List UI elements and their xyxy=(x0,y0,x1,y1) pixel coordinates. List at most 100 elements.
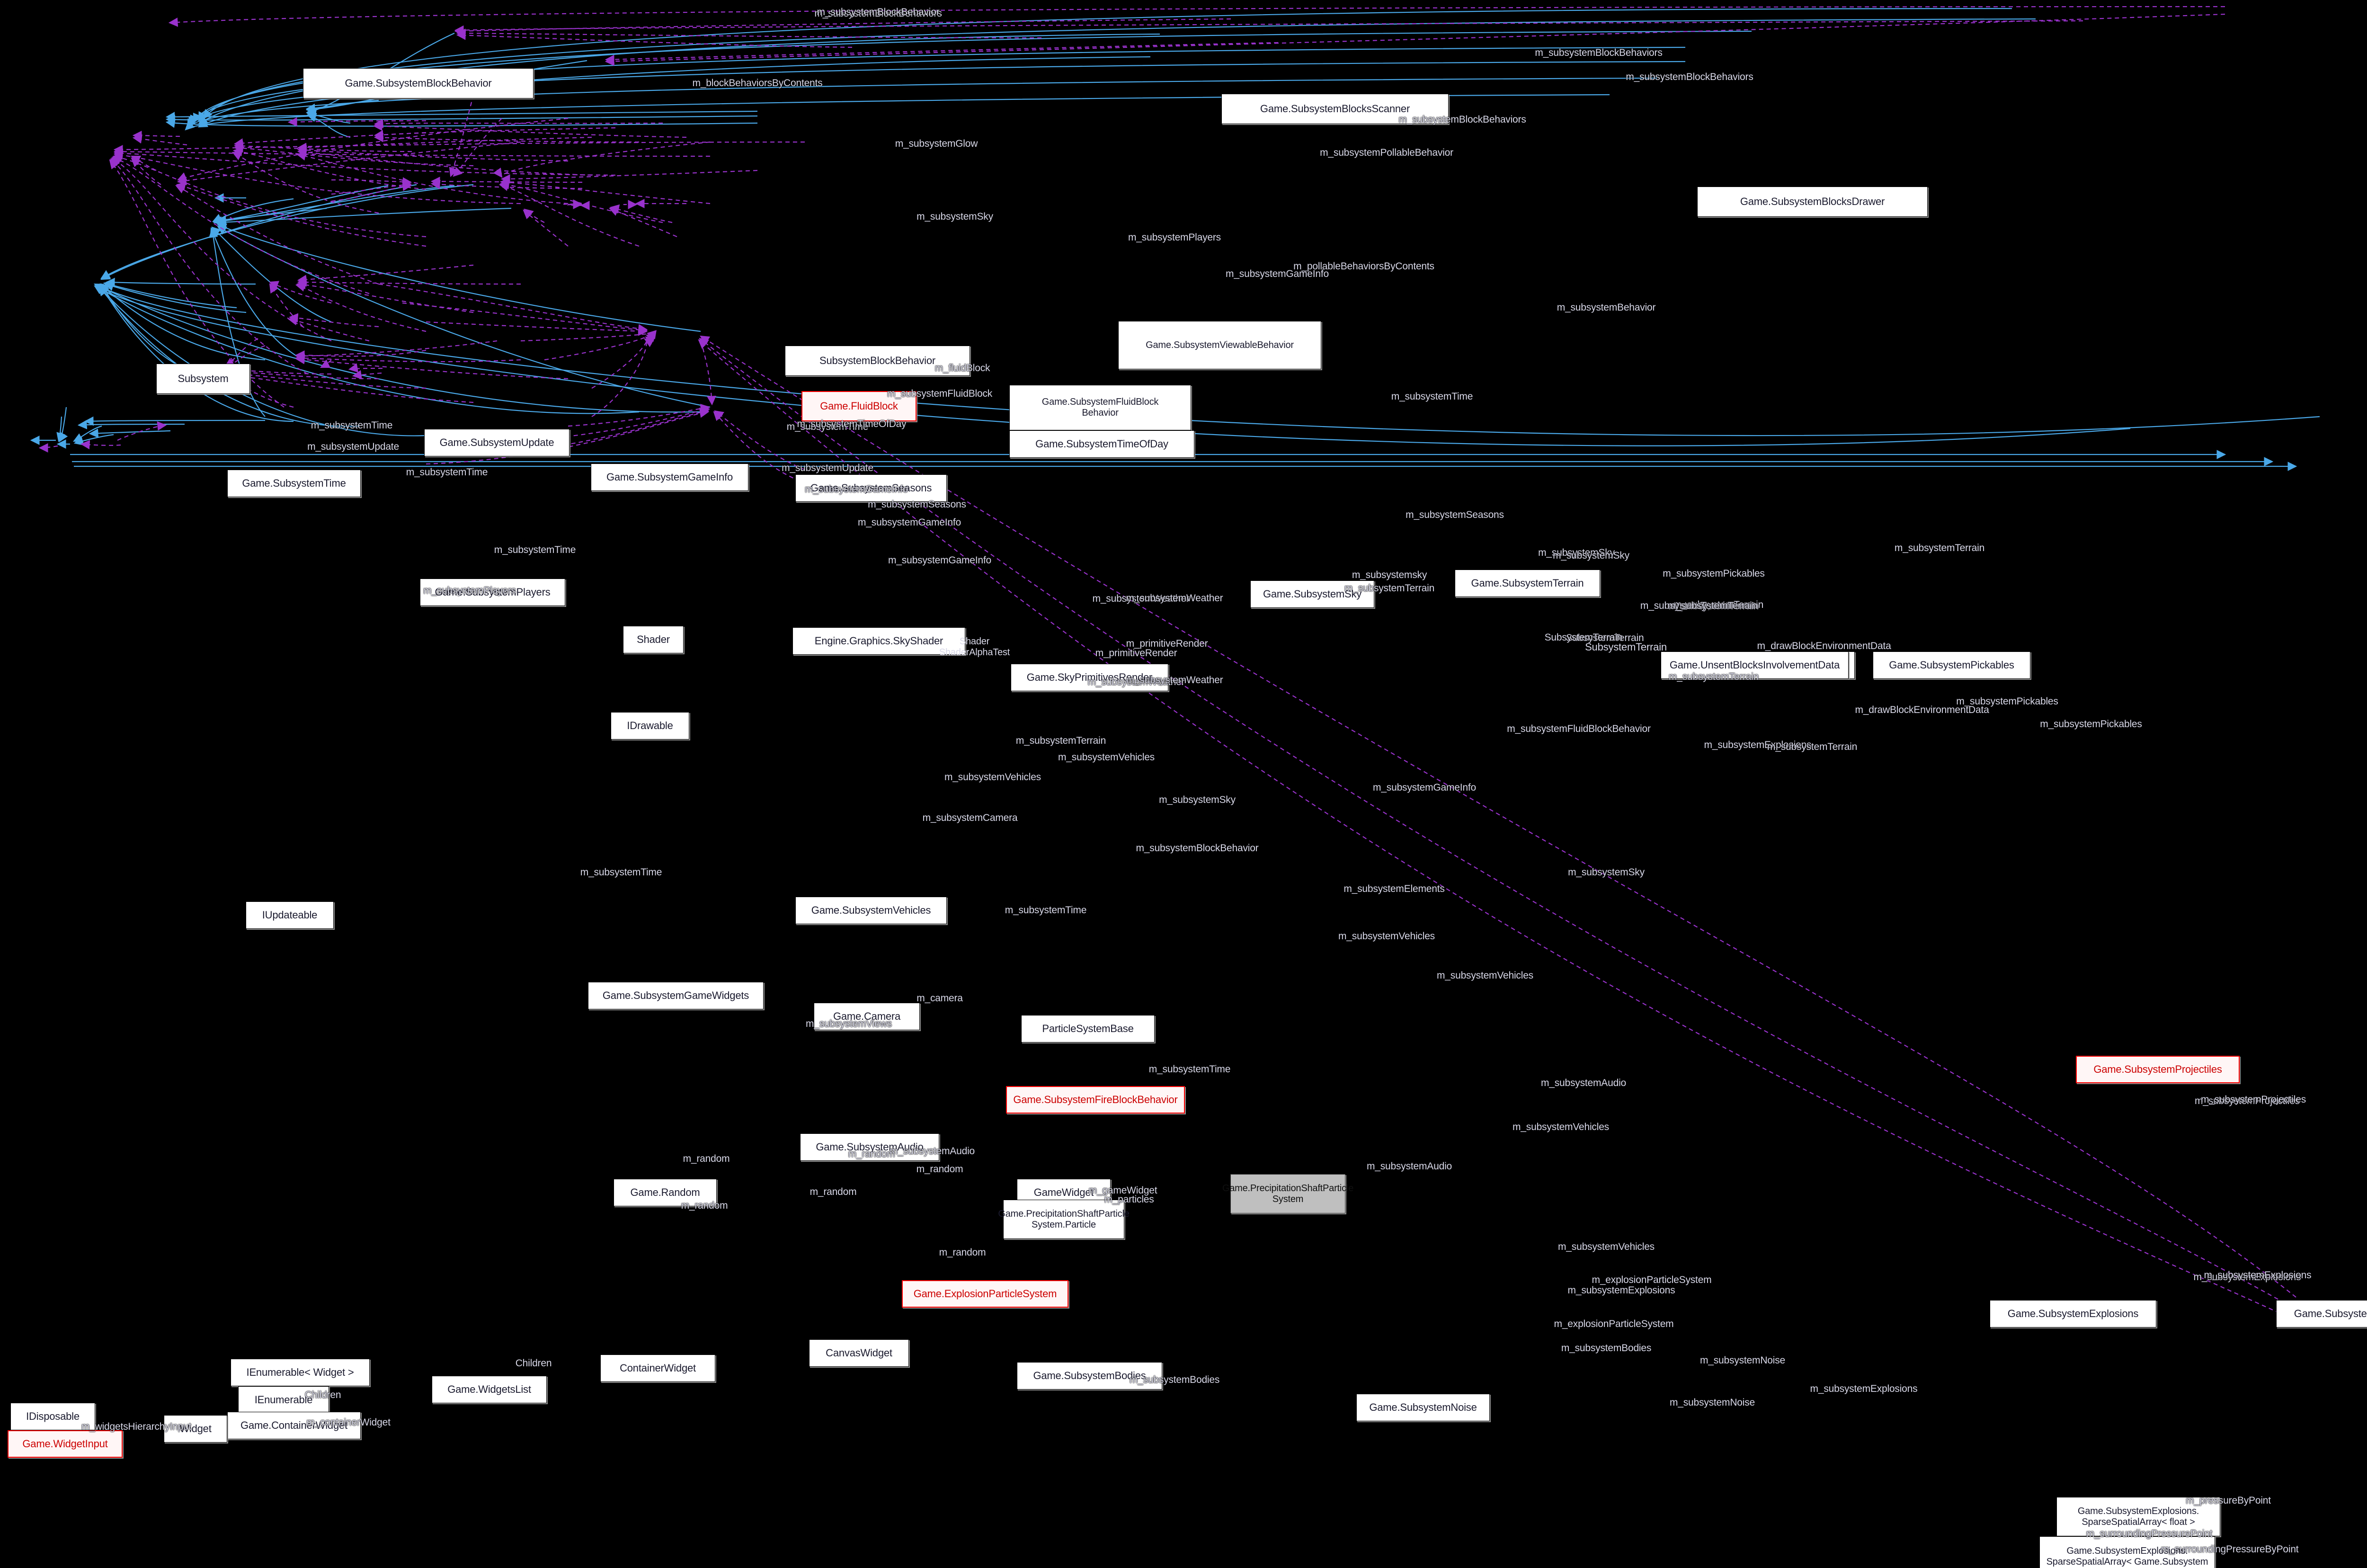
edge-label: m_subsystemWeather xyxy=(1092,593,1190,604)
graph-node[interactable]: Game.SubsystemTimeOfDay xyxy=(1009,430,1194,458)
graph-node[interactable]: Game.UnsentBlocksInvolvementData xyxy=(1661,651,1849,679)
graph-node[interactable]: Engine.Graphics.SkyShader xyxy=(792,627,965,655)
graph-node[interactable]: Game.SubsystemBlocksScanner xyxy=(1221,94,1449,124)
edge-label: m_subsystemFluidBlockBehavior xyxy=(1507,723,1651,734)
edge-label: m_subsystemProjectiles xyxy=(2194,1096,2300,1106)
edge-label: m_subsystemBehavior xyxy=(1557,302,1656,313)
graph-node[interactable]: Game.SubsystemPlayers xyxy=(420,579,565,606)
edge-label: m_subsystemVehicles xyxy=(1513,1122,1609,1132)
graph-node[interactable]: Game.WidgetInput xyxy=(8,1430,123,1458)
edge-label: m_subsystemTerrain xyxy=(1640,600,1731,611)
graph-node[interactable]: IEnumerable xyxy=(238,1386,329,1414)
edge-label: m_camera xyxy=(917,993,963,1004)
edge-label: m_primitiveRender xyxy=(1126,638,1208,649)
graph-node[interactable]: Game.SubsystemTime xyxy=(227,470,361,497)
edge-label: m_subsystemBodies xyxy=(1561,1343,1652,1354)
graph-node[interactable]: Game.WidgetsList xyxy=(432,1376,547,1403)
edge-label: m_containerWidget xyxy=(306,1417,391,1428)
edge-label: m_fluidBlock xyxy=(934,363,990,374)
graph-node[interactable]: Game.SubsystemProjectiles xyxy=(2076,1056,2240,1083)
graph-node[interactable]: Game.SubsystemGameWidgets xyxy=(588,982,764,1009)
graph-node[interactable]: IUpdateable xyxy=(246,901,334,929)
edge-label: m_subsystemsky xyxy=(1352,570,1427,580)
graph-node[interactable]: Game.ContainerWidget xyxy=(227,1412,361,1439)
graph-node[interactable]: Game.SubsystemExplosions. SparseSpatialA… xyxy=(2039,1536,2215,1568)
graph-node[interactable]: Game.PrecipitationShaftParticle System.P… xyxy=(998,1200,1130,1239)
edge-label: m_subsystemTime xyxy=(786,421,869,432)
edge-label: m_subsystemWeather xyxy=(1126,593,1223,604)
graph-node[interactable]: Game.SubsystemVehicles xyxy=(795,897,947,924)
graph-node[interactable]: Shader ShaderAlphaTest xyxy=(939,636,1010,658)
edge-label: m_subsystemViews xyxy=(806,1018,892,1029)
graph-node[interactable]: Game.SubsystemFluidBlock Behavior xyxy=(1009,385,1191,430)
graph-node[interactable]: ParticleSystemBase xyxy=(1021,1015,1155,1042)
edge-label: m_subsystemVehicles xyxy=(1338,931,1435,942)
graph-node[interactable]: Game.SubsystemBodies xyxy=(1017,1362,1162,1390)
graph-node[interactable]: Game.SubsystemUpdate xyxy=(424,429,570,456)
graph-node[interactable]: Game.SubsystemFireBlockBehavior xyxy=(1006,1086,1185,1114)
edge-label: m_subsystemTimeOfDay xyxy=(797,419,907,429)
graph-node[interactable]: Game.SubsystemPickables xyxy=(1873,651,2030,679)
graph-node[interactable]: Game.SubsystemAudio xyxy=(800,1133,939,1161)
edge-label: m_random xyxy=(939,1247,986,1258)
graph-node[interactable]: ContainerWidget xyxy=(600,1354,715,1382)
edge-label: m_drawBlockEnvironmentData xyxy=(1855,704,1989,715)
graph-node[interactable]: Game.ExplosionParticleSystem xyxy=(902,1280,1068,1308)
graph-node[interactable]: IDrawable xyxy=(611,712,689,739)
edge-label: m_subsystemTerrain xyxy=(1667,600,1758,611)
edge-label: m_primitiveRender xyxy=(1095,648,1177,659)
graph-node[interactable]: Widget xyxy=(164,1415,227,1443)
graph-node[interactable]: Game.PrecipitationShaftParticle System xyxy=(1222,1174,1353,1213)
edge-label: m_subsystemVehicles xyxy=(944,772,1041,783)
edge-label: m_pressureByPoint xyxy=(2186,1495,2271,1506)
graph-node[interactable]: Game.SubsystemGameInfo xyxy=(591,463,748,491)
graph-node[interactable]: Game.SubsystemExplosions xyxy=(1990,1300,2156,1327)
edge-label: m_subsystemBodies xyxy=(1129,1374,1220,1385)
edge-label: m_subsystemTerrain xyxy=(1015,735,1106,746)
graph-node[interactable]: Game.SubsystemSky xyxy=(1250,580,1374,608)
graph-node[interactable]: IDisposable xyxy=(10,1403,95,1430)
graph-node[interactable]: Game.SkyPrimitivesRender xyxy=(1011,664,1168,691)
graph-node[interactable]: SubsystemBlockBehavior xyxy=(785,346,970,376)
edge-label: m_gameWidget xyxy=(1088,1185,1157,1196)
edge-label: m_subsystemTime xyxy=(580,867,662,878)
edge-label: m_subsystemBlockBehaviors xyxy=(1398,114,1526,125)
graph-node[interactable]: Game.FluidBlock xyxy=(801,391,917,421)
edge-label: m_subsystemPickables xyxy=(2040,719,2142,730)
edge-label: m_random xyxy=(810,1186,857,1197)
edge-label: m_subsystemPickables xyxy=(1663,568,1765,579)
edge-label: m_particles xyxy=(1104,1194,1154,1205)
graph-node[interactable]: CanvasWidget xyxy=(809,1339,909,1367)
graph-node[interactable]: Game.SubsystemExplosions xyxy=(2276,1300,2367,1327)
edge-label: m_subsystemBlockBehavior xyxy=(817,7,940,18)
edge-label: m_subsystemExplosions xyxy=(1704,739,1812,750)
edge-label: m_random xyxy=(681,1200,728,1211)
edge-label: m_subsystemTime xyxy=(494,544,576,555)
graph-node[interactable]: SubsystemTerrain xyxy=(1585,641,1667,653)
graph-node[interactable]: Game.SubsystemViewableBehavior xyxy=(1118,321,1321,369)
edge-label: m_surroundingPressureByPoint xyxy=(2161,1544,2299,1555)
graph-node[interactable]: Game.Random xyxy=(614,1179,717,1206)
edge-label: m_subsystemTime xyxy=(406,467,488,478)
edge-label: m_subsystemVehicles xyxy=(1558,1241,1655,1252)
edge-label: m_subsystemNoise xyxy=(1700,1355,1786,1366)
graph-node[interactable]: Game.SubsystemBlocksDrawer xyxy=(1697,187,1928,217)
graph-node[interactable]: Game.SubsystemNoise xyxy=(1356,1394,1490,1421)
graph-node[interactable]: Game.Camera xyxy=(814,1003,920,1030)
edge-label: m_subsystemPlayers xyxy=(423,585,516,596)
edge-label: m_subsystemPickables xyxy=(1956,696,2058,707)
graph-node[interactable]: Game.SubsystemBlockBehavior xyxy=(303,68,534,98)
graph-node[interactable]: Game.SubsystemSeasons xyxy=(795,474,947,502)
edge-label: SubsystemTerrain xyxy=(1566,633,1644,643)
graph-node[interactable]: Shader xyxy=(623,626,684,653)
graph-node[interactable]: Game.SubsystemExplosions. SparseSpatialA… xyxy=(2056,1497,2220,1536)
edge-label: m_subsystemSky xyxy=(917,211,993,222)
edge-label: m_subsystemBlockBehaviors xyxy=(814,8,942,19)
graph-node[interactable]: Game.SubsystemTerrain xyxy=(1455,570,1600,597)
graph-node[interactable]: IEnumerable< Widget > xyxy=(231,1359,370,1386)
edge-label: m_subsystemElements xyxy=(1344,883,1445,894)
graph-node[interactable]: Subsystem xyxy=(156,364,250,394)
